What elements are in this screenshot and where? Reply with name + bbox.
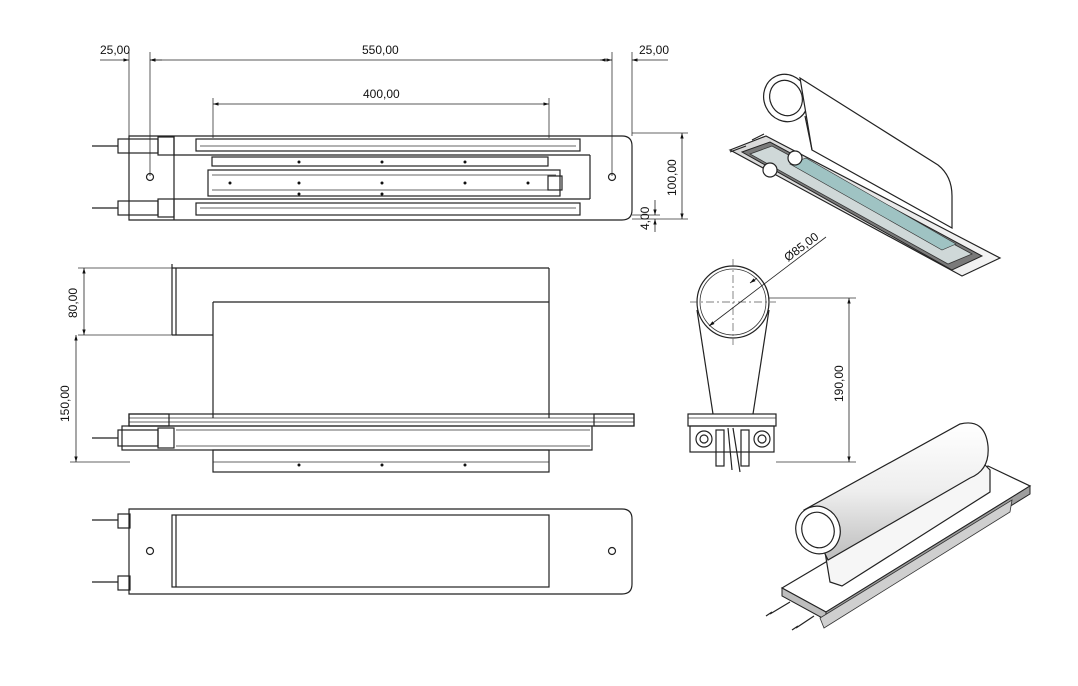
side-view: Ø85,00 190,00	[687, 229, 856, 473]
dim-text-left-margin: 25,00	[100, 43, 130, 57]
dimension-side-height: 190,00	[832, 298, 851, 462]
dimension-width: 100,00	[665, 133, 684, 219]
dimension-top-height: 80,00	[66, 268, 86, 335]
dimension-left-margin: 25,00	[100, 43, 162, 62]
dim-text-right-margin: 25,00	[639, 43, 669, 57]
mounting-hole	[145, 172, 155, 182]
mounting-hole	[607, 546, 617, 556]
dimension-right-margin: 25,00	[600, 43, 669, 62]
front-view: 80,00 150,00	[58, 264, 635, 473]
dim-text-width: 100,00	[665, 159, 679, 196]
dim-text-top-height: 80,00	[66, 288, 80, 318]
bottom-view	[92, 508, 633, 595]
isometric-view-underside	[728, 73, 1002, 277]
dim-text-overall-length: 550,00	[362, 43, 399, 57]
dim-text-thickness: 4,00	[638, 206, 652, 230]
dimension-lower-height: 150,00	[58, 335, 78, 462]
dimension-overall-length: 550,00	[150, 43, 612, 62]
mounting-hole	[145, 546, 155, 556]
isometric-view-top	[765, 422, 1032, 631]
dimension-inner-length: 400,00	[213, 87, 549, 106]
dim-text-diameter: Ø85,00	[781, 229, 821, 264]
dim-text-lower-height: 150,00	[58, 385, 72, 422]
top-view: 25,00 550,00 25,00 400,00 100,00 4,00	[92, 43, 688, 232]
mounting-hole	[607, 172, 617, 182]
dim-text-side-height: 190,00	[832, 365, 846, 402]
dim-text-inner-length: 400,00	[363, 87, 400, 101]
dimension-thickness: 4,00	[638, 200, 657, 232]
